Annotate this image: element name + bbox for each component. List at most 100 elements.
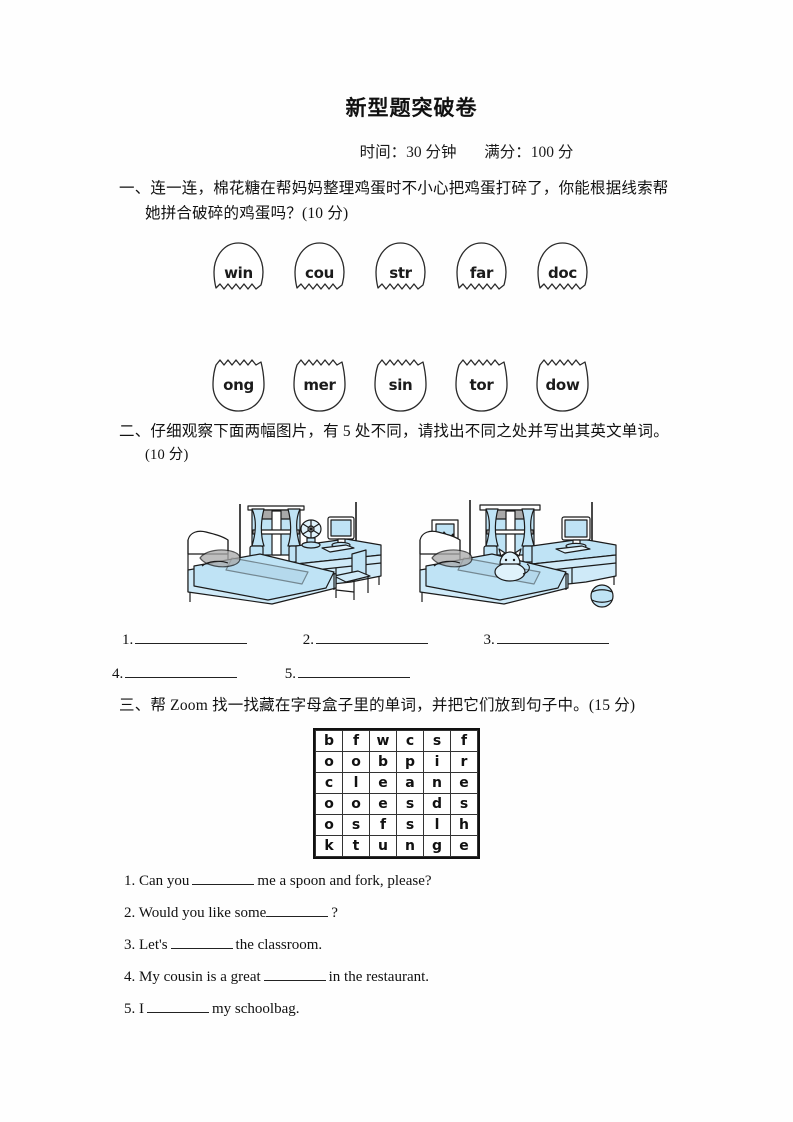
bedroom-picture-left [176, 492, 388, 610]
grid-cell[interactable]: f [369, 814, 397, 836]
egg-top-label-4: doc [547, 264, 578, 282]
egg-bottom-shape-icon [212, 359, 265, 412]
grid-cell[interactable]: e [450, 772, 478, 794]
answer-line-4[interactable] [125, 664, 238, 678]
sentence-number-4: 4. [124, 969, 136, 985]
answer-line-3[interactable] [496, 630, 609, 644]
egg-bottom-label-3: tor [469, 376, 494, 394]
egg-top-4[interactable]: doc [533, 241, 592, 303]
grid-cell[interactable]: s [450, 793, 478, 815]
grid-cell[interactable]: l [423, 814, 451, 836]
answer-line-5[interactable] [298, 664, 410, 678]
sentence-4: 4. My cousin is a great in the restaurant… [124, 968, 684, 986]
grid-cell[interactable]: f [450, 730, 478, 752]
grid-cell[interactable]: n [396, 835, 424, 857]
egg-top-label-0: win [224, 264, 253, 282]
answer-line-2[interactable] [316, 630, 428, 644]
sentence-blank-2[interactable] [266, 904, 329, 917]
grid-cell[interactable]: p [396, 751, 424, 773]
grid-cell[interactable]: f [342, 730, 370, 752]
grid-cell[interactable]: b [315, 730, 343, 752]
grid-cell[interactable]: c [315, 772, 343, 794]
egg-bottom-4[interactable]: dow [533, 353, 592, 415]
sentence-number-5: 5. [124, 1001, 136, 1017]
egg-bottom-shape-icon [293, 359, 346, 412]
egg-bottom-3[interactable]: tor [452, 353, 511, 415]
egg-top-3[interactable]: far [452, 241, 511, 303]
grid-cell[interactable]: e [369, 793, 397, 815]
egg-top-shape-icon [375, 242, 426, 290]
section2-prompt-line1: 二、仔细观察下面两幅图片，有 5 处不同，请找出不同之处并写出其英文单词。 [119, 423, 669, 440]
grid-cell[interactable]: s [342, 814, 370, 836]
egg-top-shape-icon [456, 242, 507, 290]
grid-cell[interactable]: o [342, 751, 370, 773]
grid-cell[interactable]: i [423, 751, 451, 773]
sentence-blank-3[interactable] [170, 936, 233, 949]
egg-bottom-2[interactable]: sin [371, 353, 430, 415]
grid-cell[interactable]: t [342, 835, 370, 857]
page-title: 新型题突破卷 [0, 92, 793, 122]
sentence-after-5: my schoolbag. [212, 1001, 300, 1017]
grid-cell[interactable]: b [369, 751, 397, 773]
grid-cell[interactable]: o [315, 814, 343, 836]
section1-prompt-line2: 她拼合破碎的鸡蛋吗？(10 分) [145, 205, 349, 223]
section2-answer-row-1: 1. 2. 3. [122, 630, 609, 649]
table-row: o s f s l h [315, 814, 478, 836]
section2-answer-row-2: 4. 5. [112, 664, 410, 683]
egg-bottom-label-4: dow [545, 376, 580, 394]
egg-top-0[interactable]: win [209, 241, 268, 303]
table-row: b f w c s f [315, 730, 478, 752]
table-row: c l e a n e [315, 772, 478, 794]
egg-top-2[interactable]: str [371, 241, 430, 303]
grid-cell[interactable]: w [369, 730, 397, 752]
bedroom-picture-right [410, 492, 622, 610]
sentence-before-3: Let's [139, 937, 168, 953]
grid-cell[interactable]: s [396, 814, 424, 836]
grid-cell[interactable]: g [423, 835, 451, 857]
grid-cell[interactable]: k [315, 835, 343, 857]
answer-blank-3[interactable]: 3. [484, 630, 609, 649]
egg-bottom-label-1: mer [303, 376, 336, 394]
sentence-blank-5[interactable] [147, 1000, 209, 1013]
sentence-after-4: in the restaurant. [328, 969, 430, 985]
grid-cell[interactable]: d [423, 793, 451, 815]
grid-cell[interactable]: o [342, 793, 370, 815]
answer-blank-4[interactable]: 4. [112, 664, 238, 683]
grid-cell[interactable]: o [315, 751, 343, 773]
grid-cell[interactable]: s [423, 730, 451, 752]
sentence-blank-1[interactable] [192, 872, 255, 885]
egg-bottom-0[interactable]: ong [209, 353, 268, 415]
answer-blank-2[interactable]: 2. [303, 630, 428, 649]
exam-meta-inner: 时间：30 分钟 满分：100 分 [220, 140, 574, 162]
answer-line-1[interactable] [135, 630, 248, 644]
grid-cell[interactable]: a [396, 772, 424, 794]
sentence-number-1: 1. [124, 873, 136, 889]
answer-blank-5[interactable]: 5. [285, 664, 410, 683]
grid-cell[interactable]: n [423, 772, 451, 794]
sentence-before-4: My cousin is a great [139, 969, 261, 985]
egg-bottom-shape-icon [536, 359, 589, 412]
sentence-before-1: Can you [139, 873, 190, 889]
answer-number-2: 2. [302, 632, 314, 648]
exam-meta: 时间：30 分钟 满分：100 分 [0, 140, 793, 162]
grid-cell[interactable]: u [369, 835, 397, 857]
table-row: o o b p i r [315, 751, 478, 773]
grid-cell[interactable]: c [396, 730, 424, 752]
score-label: 满分：100 分 [484, 144, 574, 161]
spot-the-difference-pictures [176, 492, 626, 612]
grid-cell[interactable]: e [369, 772, 397, 794]
answer-blank-1[interactable]: 1. [122, 630, 248, 649]
egg-top-1[interactable]: cou [290, 241, 349, 303]
grid-cell[interactable]: o [315, 793, 343, 815]
grid-cell[interactable]: l [342, 772, 370, 794]
grid-cell[interactable]: r [450, 751, 478, 773]
grid-cell[interactable]: e [450, 835, 478, 857]
sentence-blank-4[interactable] [263, 968, 326, 981]
grid-cell[interactable]: h [450, 814, 478, 836]
answer-number-5: 5. [284, 666, 296, 682]
egg-bottom-1[interactable]: mer [290, 353, 349, 415]
egg-bottom-label-0: ong [223, 376, 254, 394]
grid-cell[interactable]: s [396, 793, 424, 815]
